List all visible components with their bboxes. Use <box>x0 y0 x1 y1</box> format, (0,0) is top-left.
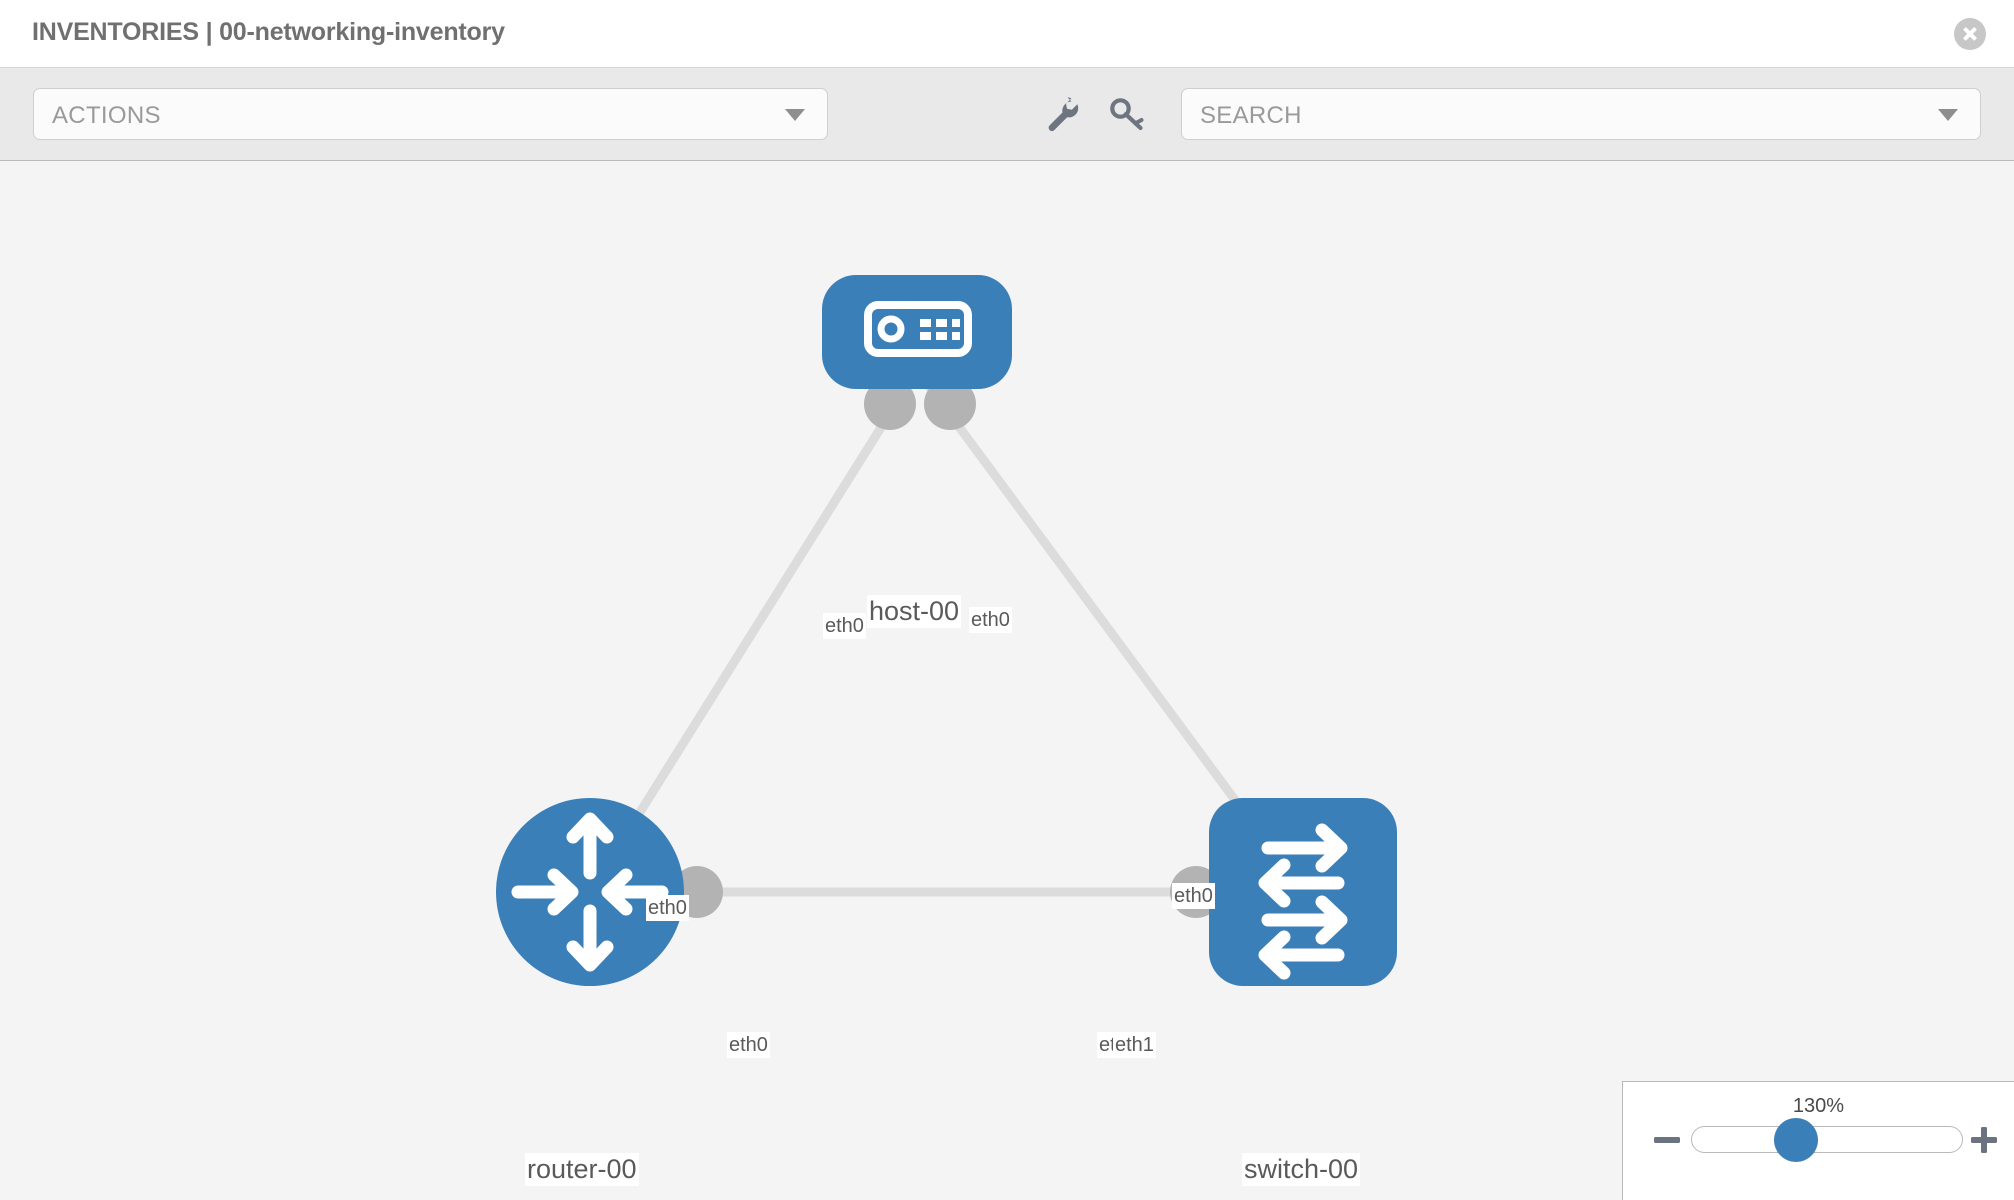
node-label-host-00: host-00 <box>867 595 962 628</box>
node-switch-00 <box>1209 798 1397 986</box>
node-label-switch-00: switch-00 <box>1242 1153 1361 1186</box>
connector-host-left <box>864 378 916 430</box>
topology-links <box>586 367 1307 897</box>
edge-label-host-left-eth0: eth0 <box>823 613 866 639</box>
zoom-in-button[interactable] <box>1970 1126 1998 1154</box>
edge-label-router-top-eth0: eth0 <box>646 895 689 921</box>
key-icon[interactable] <box>1105 92 1149 136</box>
page-title: INVENTORIES | 00-networking-inventory <box>32 18 505 46</box>
node-router-00 <box>496 798 684 986</box>
connector-host-right <box>924 378 976 430</box>
wrench-icon[interactable] <box>1040 92 1084 136</box>
edge-label-switch-left-eth1: eth1 <box>1113 1032 1156 1058</box>
search-input[interactable]: SEARCH <box>1181 88 1981 140</box>
edge-label-host-right-eth0: eth0 <box>969 607 1012 633</box>
actions-dropdown-label: ACTIONS <box>52 102 161 129</box>
topology-connectors <box>586 378 1263 918</box>
chevron-down-icon <box>785 109 805 121</box>
node-label-router-00: router-00 <box>525 1153 639 1186</box>
close-icon[interactable] <box>1954 18 1986 50</box>
zoom-out-button[interactable] <box>1653 1126 1681 1154</box>
node-host-00 <box>822 275 1012 389</box>
page-header: INVENTORIES | 00-networking-inventory <box>0 0 2014 68</box>
topology-graph: eth0 eth0 eth0 eth0 eth0 eth0 eth1 host-… <box>0 161 2014 1200</box>
edge-label-router-right-eth0: eth0 <box>727 1032 770 1058</box>
topology-svg <box>496 275 1397 986</box>
chevron-down-icon <box>1938 109 1958 121</box>
zoom-slider-thumb[interactable] <box>1774 1118 1818 1162</box>
edge-label-switch-top-eth0: eth0 <box>1172 883 1215 909</box>
actions-dropdown[interactable]: ACTIONS <box>33 88 828 140</box>
link-host-router <box>586 367 921 895</box>
topology-canvas[interactable]: eth0 eth0 eth0 eth0 eth0 eth0 eth1 host-… <box>0 161 2014 1200</box>
zoom-slider-track[interactable] <box>1691 1126 1963 1153</box>
zoom-level-value: 130% <box>1792 1095 1845 1117</box>
zoom-control-panel: 130% <box>1622 1081 2014 1200</box>
search-input-label: SEARCH <box>1200 102 1302 129</box>
toolbar: ACTIONS SEARCH <box>0 68 2014 161</box>
